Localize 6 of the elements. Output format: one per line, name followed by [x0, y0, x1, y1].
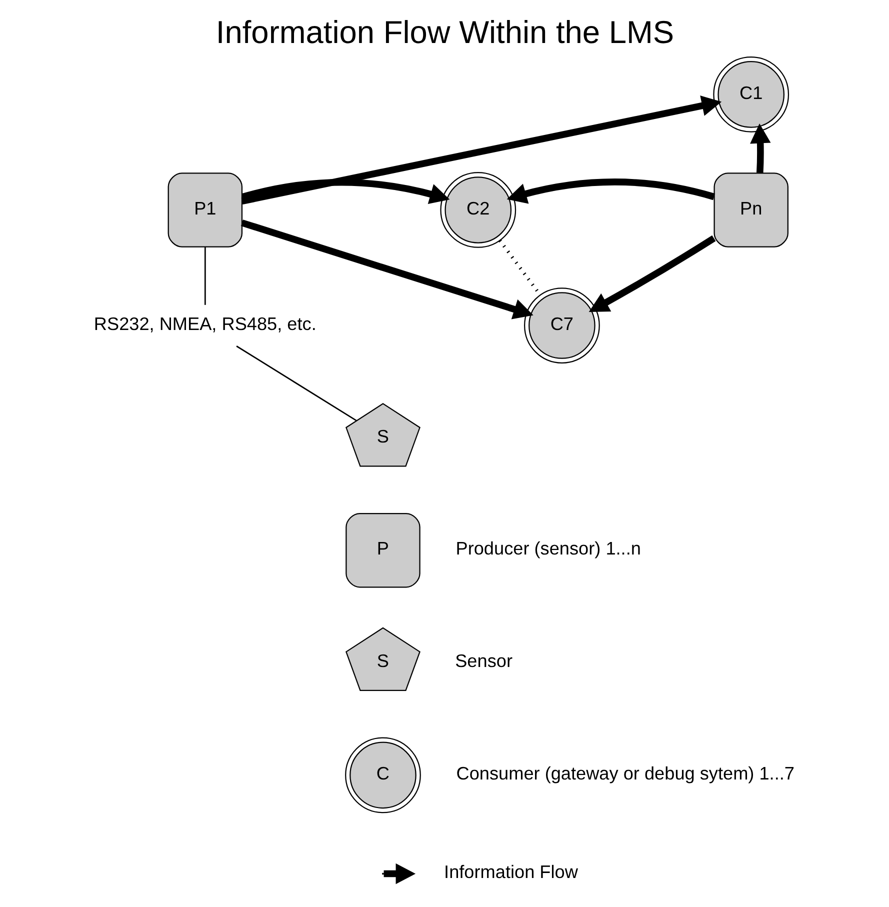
node-label: Sensor — [454, 650, 512, 671]
node-label: Consumer (gateway or debug sytem) 1...7 — [456, 763, 794, 784]
node-text: RS232, NMEA, RS485, etc. — [93, 314, 316, 334]
legend-label: Information Flow — [444, 862, 578, 882]
diagram-title: Information Flow Within the LMS — [215, 14, 674, 50]
node-label: Producer (sensor) 1...n — [455, 538, 640, 559]
